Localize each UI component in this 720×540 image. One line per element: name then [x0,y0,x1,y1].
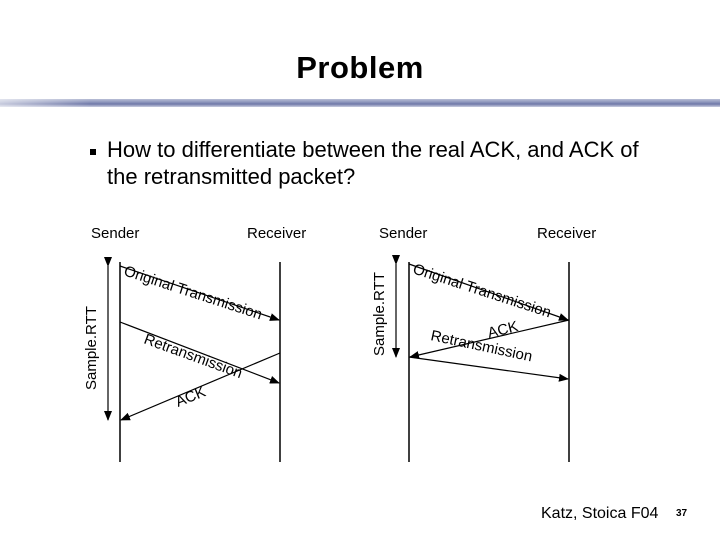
diagram-left: Sender Receiver Original Transmission Re… [83,225,306,462]
slide-title: Problem [296,50,424,85]
bullet-text: How to differentiate between the real AC… [107,137,639,189]
ack-label: ACK [486,318,520,342]
original-transmission-label: Original Transmission [411,261,553,322]
sender-label: Sender [379,225,427,242]
ack-arrow [409,319,570,359]
original-transmission-arrow [119,265,280,321]
retransmission-arrow [119,321,280,384]
original-transmission-label: Original Transmission [122,263,264,324]
title-divider [0,99,720,107]
sender-label: Sender [91,225,139,242]
receiver-label: Receiver [247,225,306,242]
ack-label: ACK [173,383,208,410]
credit-footer: Katz, Stoica F04 [541,505,659,522]
receiver-label: Receiver [537,225,596,242]
ack-arrow [120,352,281,421]
original-transmission-arrow [408,263,569,321]
sample-rtt-label: Sample.RTT [83,306,100,390]
page-number: 37 [676,508,688,519]
square-bullet-icon [90,149,96,155]
retransmission-label: Retransmission [142,331,245,382]
diagram-right: Sender Receiver Original Transmission AC… [371,225,596,462]
retransmission-arrow [408,356,569,382]
sample-rtt-label: Sample.RTT [371,272,388,356]
